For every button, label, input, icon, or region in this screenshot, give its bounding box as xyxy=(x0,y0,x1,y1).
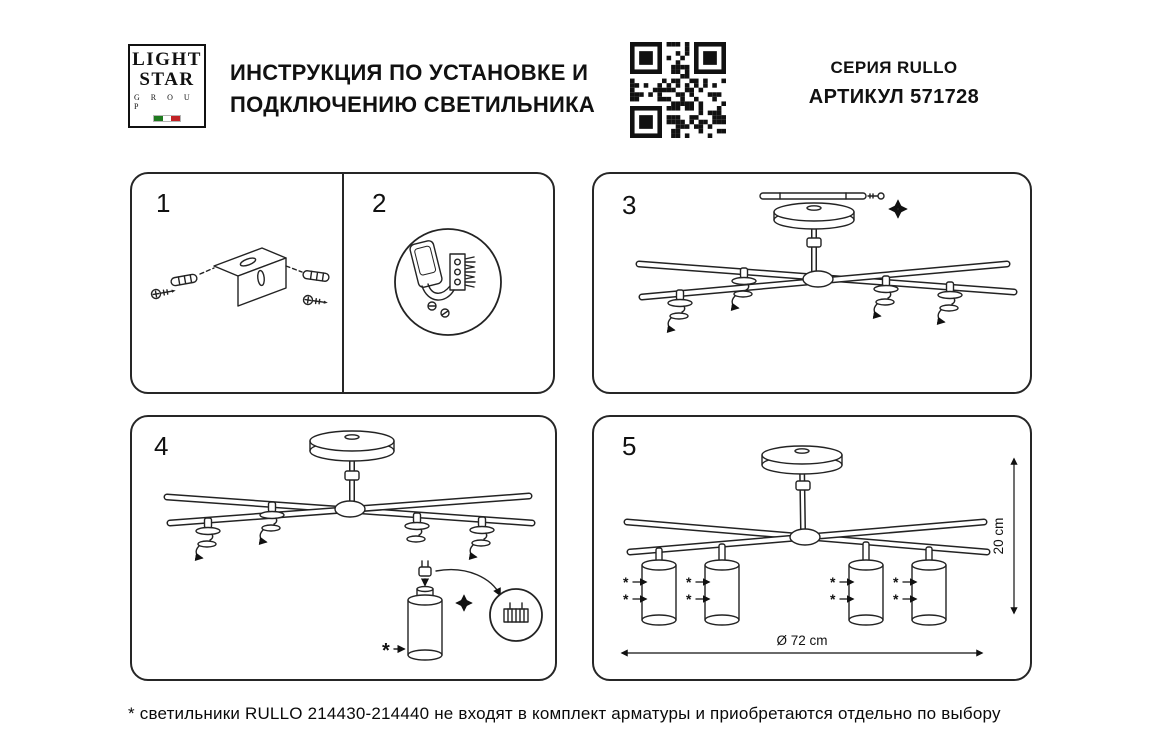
screw-icon xyxy=(150,288,176,300)
detail-arrow xyxy=(435,569,501,597)
hub xyxy=(802,270,834,288)
shade xyxy=(911,546,947,626)
wire xyxy=(427,283,451,294)
height-label: 20 cm xyxy=(991,518,1006,555)
step-number-4: 4 xyxy=(154,431,169,461)
wiring-diagram xyxy=(394,228,502,336)
rail-screw-icon xyxy=(867,192,885,200)
italy-flag-icon xyxy=(153,115,181,123)
lightstar-logo: LIGHT STAR G R O U P xyxy=(128,44,206,128)
dowel-icon xyxy=(170,273,198,287)
title-line1: ИНСТРУКЦИЯ ПО УСТАНОВКЕ И xyxy=(230,60,589,85)
connector-housing xyxy=(409,240,443,288)
step-number-3: 3 xyxy=(622,190,637,220)
step-number-2: 2 xyxy=(372,188,387,218)
asterisk-mark: * xyxy=(830,574,836,590)
step-3-diagram xyxy=(635,192,1018,334)
lamp-holder xyxy=(730,267,757,312)
lamp-holder xyxy=(404,512,430,543)
title-line2: ПОДКЛЮЧЕНИЮ СВЕТИЛЬНИКА xyxy=(230,91,596,117)
asterisk-mark: * xyxy=(686,591,692,607)
shade xyxy=(704,543,740,626)
canopy xyxy=(773,202,855,230)
asterisk-mark: * xyxy=(893,591,899,607)
step-number-1: 1 xyxy=(156,188,171,218)
steps-1-2-diagram xyxy=(150,228,502,336)
asterisk-mark: * xyxy=(382,640,390,662)
diameter-label: Ø 72 cm xyxy=(776,633,827,648)
screw-icon xyxy=(302,294,328,306)
lamp-holder xyxy=(194,517,221,562)
qr-code-box xyxy=(630,42,726,138)
article-label: АРТИКУЛ 571728 xyxy=(808,86,980,108)
asterisk-mark: * xyxy=(686,574,692,590)
lamp-holder xyxy=(258,501,285,546)
canopy xyxy=(309,430,395,462)
asterisk-mark: * xyxy=(830,591,836,607)
product-info: СЕРИЯ RULLO АРТИКУЛ 571728 xyxy=(788,58,1000,109)
connector-detail-circle xyxy=(489,588,543,642)
qr-code xyxy=(630,42,726,138)
hub xyxy=(334,500,366,518)
panel-step-3: 3 xyxy=(592,172,1032,394)
bracket-diagram xyxy=(150,247,330,307)
page-title: ИНСТРУКЦИЯ ПО УСТАНОВКЕ И ПОДКЛЮЧЕНИЮ СВ… xyxy=(230,57,630,121)
series-label: СЕРИЯ RULLO xyxy=(830,58,958,77)
panel-steps-1-2: 1 2 xyxy=(130,172,555,394)
canopy xyxy=(761,445,843,475)
lamp-holder xyxy=(872,275,899,320)
lamp-cylinder xyxy=(407,585,443,661)
dowel-icon xyxy=(302,270,330,282)
mounting-bracket xyxy=(213,247,287,307)
move-arrows-icon xyxy=(888,199,908,219)
move-arrows-icon xyxy=(455,594,473,612)
step-5-diagram: * * * * * * * * Ø 72 cm 20 cm xyxy=(620,445,1018,657)
dimension-lines xyxy=(620,457,1018,657)
panel-step-5: 5 xyxy=(592,415,1032,681)
wire xyxy=(421,285,455,301)
footnote: * светильники RULLO 214430-214440 не вхо… xyxy=(128,704,1001,723)
asterisk-mark: * xyxy=(623,574,629,590)
ceiling-rail xyxy=(759,192,867,200)
asterisk-arrows xyxy=(632,578,918,603)
shade xyxy=(848,541,884,626)
step-4-diagram: * xyxy=(163,430,543,662)
logo-line1: LIGHT xyxy=(132,48,202,70)
terminal-screws xyxy=(427,301,450,318)
hub xyxy=(789,528,821,546)
asterisk-mark: * xyxy=(893,574,899,590)
terminal-block xyxy=(449,253,476,291)
shade xyxy=(641,547,677,626)
step-number-5: 5 xyxy=(622,431,637,461)
panel-step-4: 4 xyxy=(130,415,557,681)
logo-line3: G R O U P xyxy=(134,93,195,112)
lamp-holder xyxy=(936,281,963,326)
lamp-holder xyxy=(468,516,495,561)
lamp-holder xyxy=(666,289,693,334)
asterisk-mark: * xyxy=(623,591,629,607)
panel-divider xyxy=(341,174,344,392)
lamp-connector xyxy=(418,560,432,577)
logo-line2: STAR xyxy=(139,68,195,90)
